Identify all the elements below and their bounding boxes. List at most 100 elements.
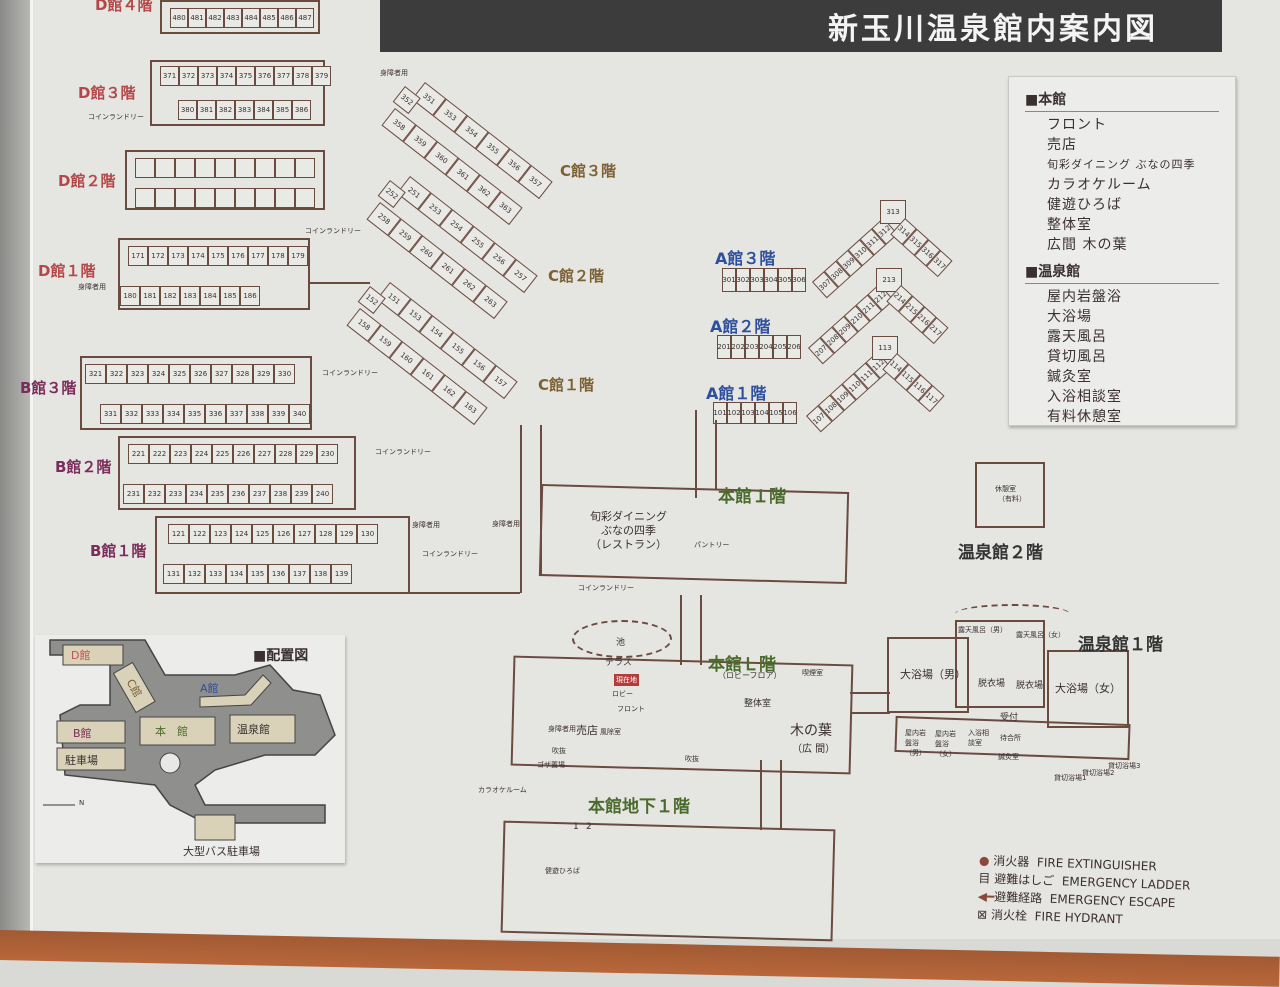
room-322: 322 — [106, 364, 127, 384]
room — [215, 158, 235, 178]
room-130: 130 — [357, 524, 378, 544]
wing-label-d4: D館４階 — [95, 0, 153, 14]
coin-laundry-label: コインランドリー — [578, 584, 634, 592]
wing-outline-d3 — [150, 60, 325, 126]
room-486: 486 — [278, 8, 296, 28]
room-334: 334 — [163, 404, 184, 424]
fire-extinguisher-icon: ● — [978, 853, 990, 868]
accessible-label: 身障者用 — [492, 520, 520, 528]
room-221: 221 — [128, 444, 149, 464]
room-376: 376 — [255, 66, 274, 86]
wing-label-c1: C館１階 — [538, 376, 595, 394]
bath-men-label: 大浴場（男） — [900, 668, 966, 681]
bath-men — [887, 637, 969, 713]
site-map-drawing — [43, 639, 336, 841]
room-238: 238 — [270, 484, 291, 504]
room-103: 103 — [741, 402, 755, 424]
room-180: 180 — [120, 286, 140, 306]
room-172: 172 — [148, 246, 168, 266]
room-102: 102 — [727, 402, 741, 424]
wing-label-c3: C館３階 — [560, 162, 617, 180]
site-map-inset: ■配置図 D館 C館 A館 B館 駐車場 本 館 温泉館 大型バス駐車場 N — [35, 635, 345, 863]
room-125: 125 — [252, 524, 273, 544]
room-485: 485 — [260, 8, 278, 28]
room-372: 372 — [179, 66, 198, 86]
onsen-2f-outline — [975, 462, 1045, 528]
wing-label-a1: A館１階 — [706, 384, 767, 403]
wing-label-d1: D館１階 — [38, 262, 96, 280]
konoha-label: 木の葉 — [790, 723, 832, 739]
site-b-wing: B館 — [73, 727, 92, 740]
wing-label-a3: A館３階 — [715, 249, 776, 268]
room — [235, 158, 255, 178]
room-179: 179 — [288, 246, 308, 266]
room-327: 327 — [211, 364, 232, 384]
accessible-label: 身障者用 — [548, 725, 576, 733]
room — [275, 188, 295, 208]
room-123: 123 — [210, 524, 231, 544]
rest-room-label: 休憩室 — [995, 485, 1016, 493]
room-178: 178 — [268, 246, 288, 266]
room-303: 303 — [750, 268, 764, 292]
room — [155, 188, 175, 208]
room-325: 325 — [169, 364, 190, 384]
legend-item: 旬彩ダイニング ぶなの四季 — [1047, 158, 1196, 171]
restaurant-name-1: 旬彩ダイニング — [590, 510, 667, 523]
atrium-label: 吹抜 — [552, 747, 566, 755]
legend-item: 健遊ひろば — [1047, 197, 1122, 213]
onsen-1f-label: 温泉館１階 — [1078, 635, 1163, 655]
restaurant-name-2: ぶなの四季 — [601, 524, 656, 537]
wing-outline-d2 — [125, 150, 325, 210]
room-222: 222 — [149, 444, 170, 464]
wing-label-a2: A館２階 — [710, 317, 771, 336]
room — [195, 158, 215, 178]
legend-item: 売店 — [1047, 137, 1077, 153]
fire-hydrant-icon: ⊠ — [976, 907, 988, 922]
room-176: 176 — [228, 246, 248, 266]
site-d-wing: D館 — [71, 649, 91, 662]
room-374: 374 — [217, 66, 236, 86]
room — [255, 158, 275, 178]
legend-item: 広間 木の葉 — [1047, 237, 1128, 253]
room-326: 326 — [190, 364, 211, 384]
private-bath-3-label: 貸切浴場3 — [1108, 762, 1141, 770]
room-379: 379 — [312, 66, 331, 86]
bath-women-label: 大浴場（女） — [1055, 682, 1121, 695]
pantry-label: パントリー — [694, 541, 730, 549]
seitai-room-label: 整体室 — [744, 699, 772, 709]
waiting-area-label: 待合所 — [1000, 734, 1021, 742]
rest-room-sub: （有料） — [998, 495, 1026, 503]
room-137: 137 — [289, 564, 310, 584]
room-371: 371 — [160, 66, 179, 86]
room-480: 480 — [170, 8, 188, 28]
room-329: 329 — [253, 364, 274, 384]
pond — [572, 620, 672, 658]
room-104: 104 — [755, 402, 769, 424]
room-304: 304 — [764, 268, 778, 292]
room-182: 182 — [160, 286, 180, 306]
legend-item: 屋内岩盤浴 — [1047, 289, 1122, 305]
emergency-escape-icon: ◀━ — [977, 889, 995, 904]
legend-item: 鍼灸室 — [1047, 369, 1092, 385]
room-184: 184 — [200, 286, 220, 306]
room-381: 381 — [197, 100, 216, 120]
room-234: 234 — [186, 484, 207, 504]
room-128: 128 — [315, 524, 336, 544]
room-333: 333 — [142, 404, 163, 424]
smoking-room-label: 喫煙室 — [802, 669, 823, 677]
room-484: 484 — [242, 8, 260, 28]
room-177: 177 — [248, 246, 268, 266]
room-324: 324 — [148, 364, 169, 384]
room-230: 230 — [317, 444, 338, 464]
wing-label-b3: B館３階 — [20, 379, 77, 397]
site-main-building: 本 館 — [155, 725, 188, 738]
ganban-men-label: 屋内岩盤浴（男） — [905, 729, 926, 757]
room-323: 323 — [127, 364, 148, 384]
pond-label: 池 — [616, 638, 626, 648]
room-237: 237 — [249, 484, 270, 504]
room-105: 105 — [769, 402, 783, 424]
site-bus-parking: 大型バス駐車場 — [183, 845, 260, 858]
